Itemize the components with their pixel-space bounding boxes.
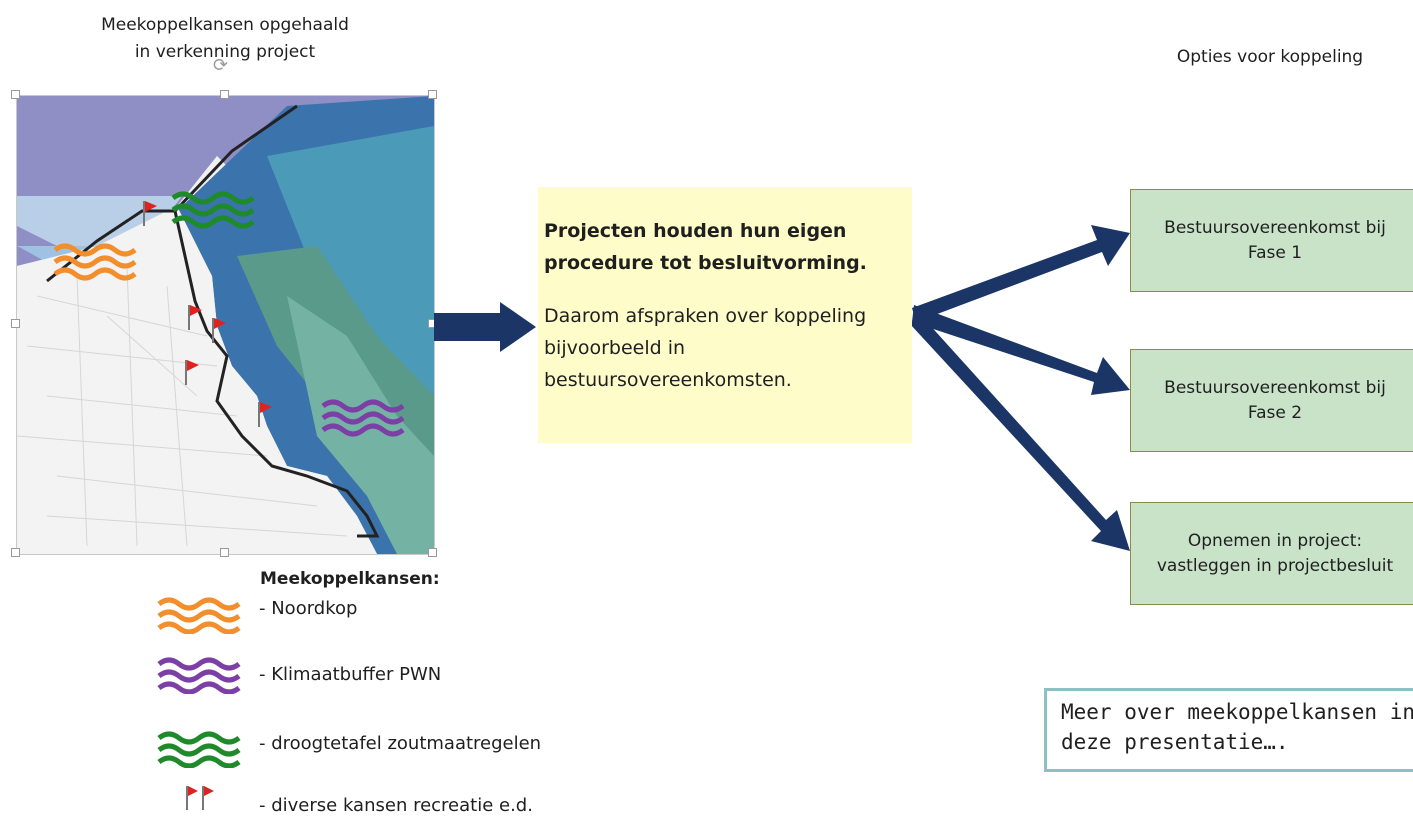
map-red-flags-icon (143, 201, 272, 427)
legend-label-droogtetafel: - droogtetafel zoutmaatregelen (259, 733, 542, 754)
arrow-map-to-box (434, 302, 536, 352)
rotate-handle-icon[interactable]: ⟳ (213, 55, 229, 76)
map-purple-waves-icon (321, 399, 405, 437)
option-box-projectbesluit[interactable]: Opnemen in project: vastleggen in projec… (1130, 502, 1413, 605)
option-label: Bestuursovereenkomst bij Fase 2 (1164, 377, 1386, 423)
legend-label-recreatie: - diverse kansen recreatie e.d. (259, 795, 533, 816)
resize-handle-ne[interactable] (428, 90, 437, 99)
arrow-to-option-3 (910, 312, 1130, 551)
map-orange-waves-icon (53, 243, 137, 281)
procedure-note-body: Daarom afspraken over koppeling bijvoorb… (544, 305, 867, 391)
resize-handle-nw[interactable] (11, 90, 20, 99)
legend-label-noordkop: - Noordkop (259, 598, 358, 619)
option-box-fase-2[interactable]: Bestuursovereenkomst bij Fase 2 (1130, 349, 1413, 452)
resize-handle-s[interactable] (220, 548, 229, 557)
option-label: Bestuursovereenkomst bij Fase 1 (1164, 217, 1386, 263)
map-green-waves-icon (171, 191, 255, 229)
procedure-note-box: Projecten houden hun eigen procedure tot… (538, 187, 912, 443)
options-title: Opties voor koppeling (1176, 47, 1364, 67)
map-title: Meekoppelkansen opgehaald in verkenning … (101, 15, 349, 62)
map-graphic (17, 96, 434, 554)
orange-waves-icon (157, 597, 241, 634)
purple-waves-icon (157, 657, 241, 694)
legend-label-klimaatbuffer: - Klimaatbuffer PWN (259, 664, 442, 685)
green-waves-icon (157, 731, 241, 768)
resize-handle-sw[interactable] (11, 548, 20, 557)
resize-handle-w[interactable] (11, 319, 20, 328)
arrow-to-option-2 (912, 305, 1130, 395)
arrow-to-option-1 (912, 225, 1130, 322)
more-info-link-box[interactable]: Meer over meekoppelkansen in deze presen… (1044, 688, 1413, 772)
option-box-fase-1[interactable]: Bestuursovereenkomst bij Fase 1 (1130, 189, 1413, 292)
legend-title: Meekoppelkansen: (260, 569, 440, 589)
resize-handle-n[interactable] (220, 90, 229, 99)
red-flags-icon (186, 786, 214, 810)
option-label: Opnemen in project: vastleggen in projec… (1156, 530, 1394, 576)
procedure-note-heading: Projecten houden hun eigen procedure tot… (544, 220, 867, 274)
resize-handle-se[interactable] (428, 548, 437, 557)
